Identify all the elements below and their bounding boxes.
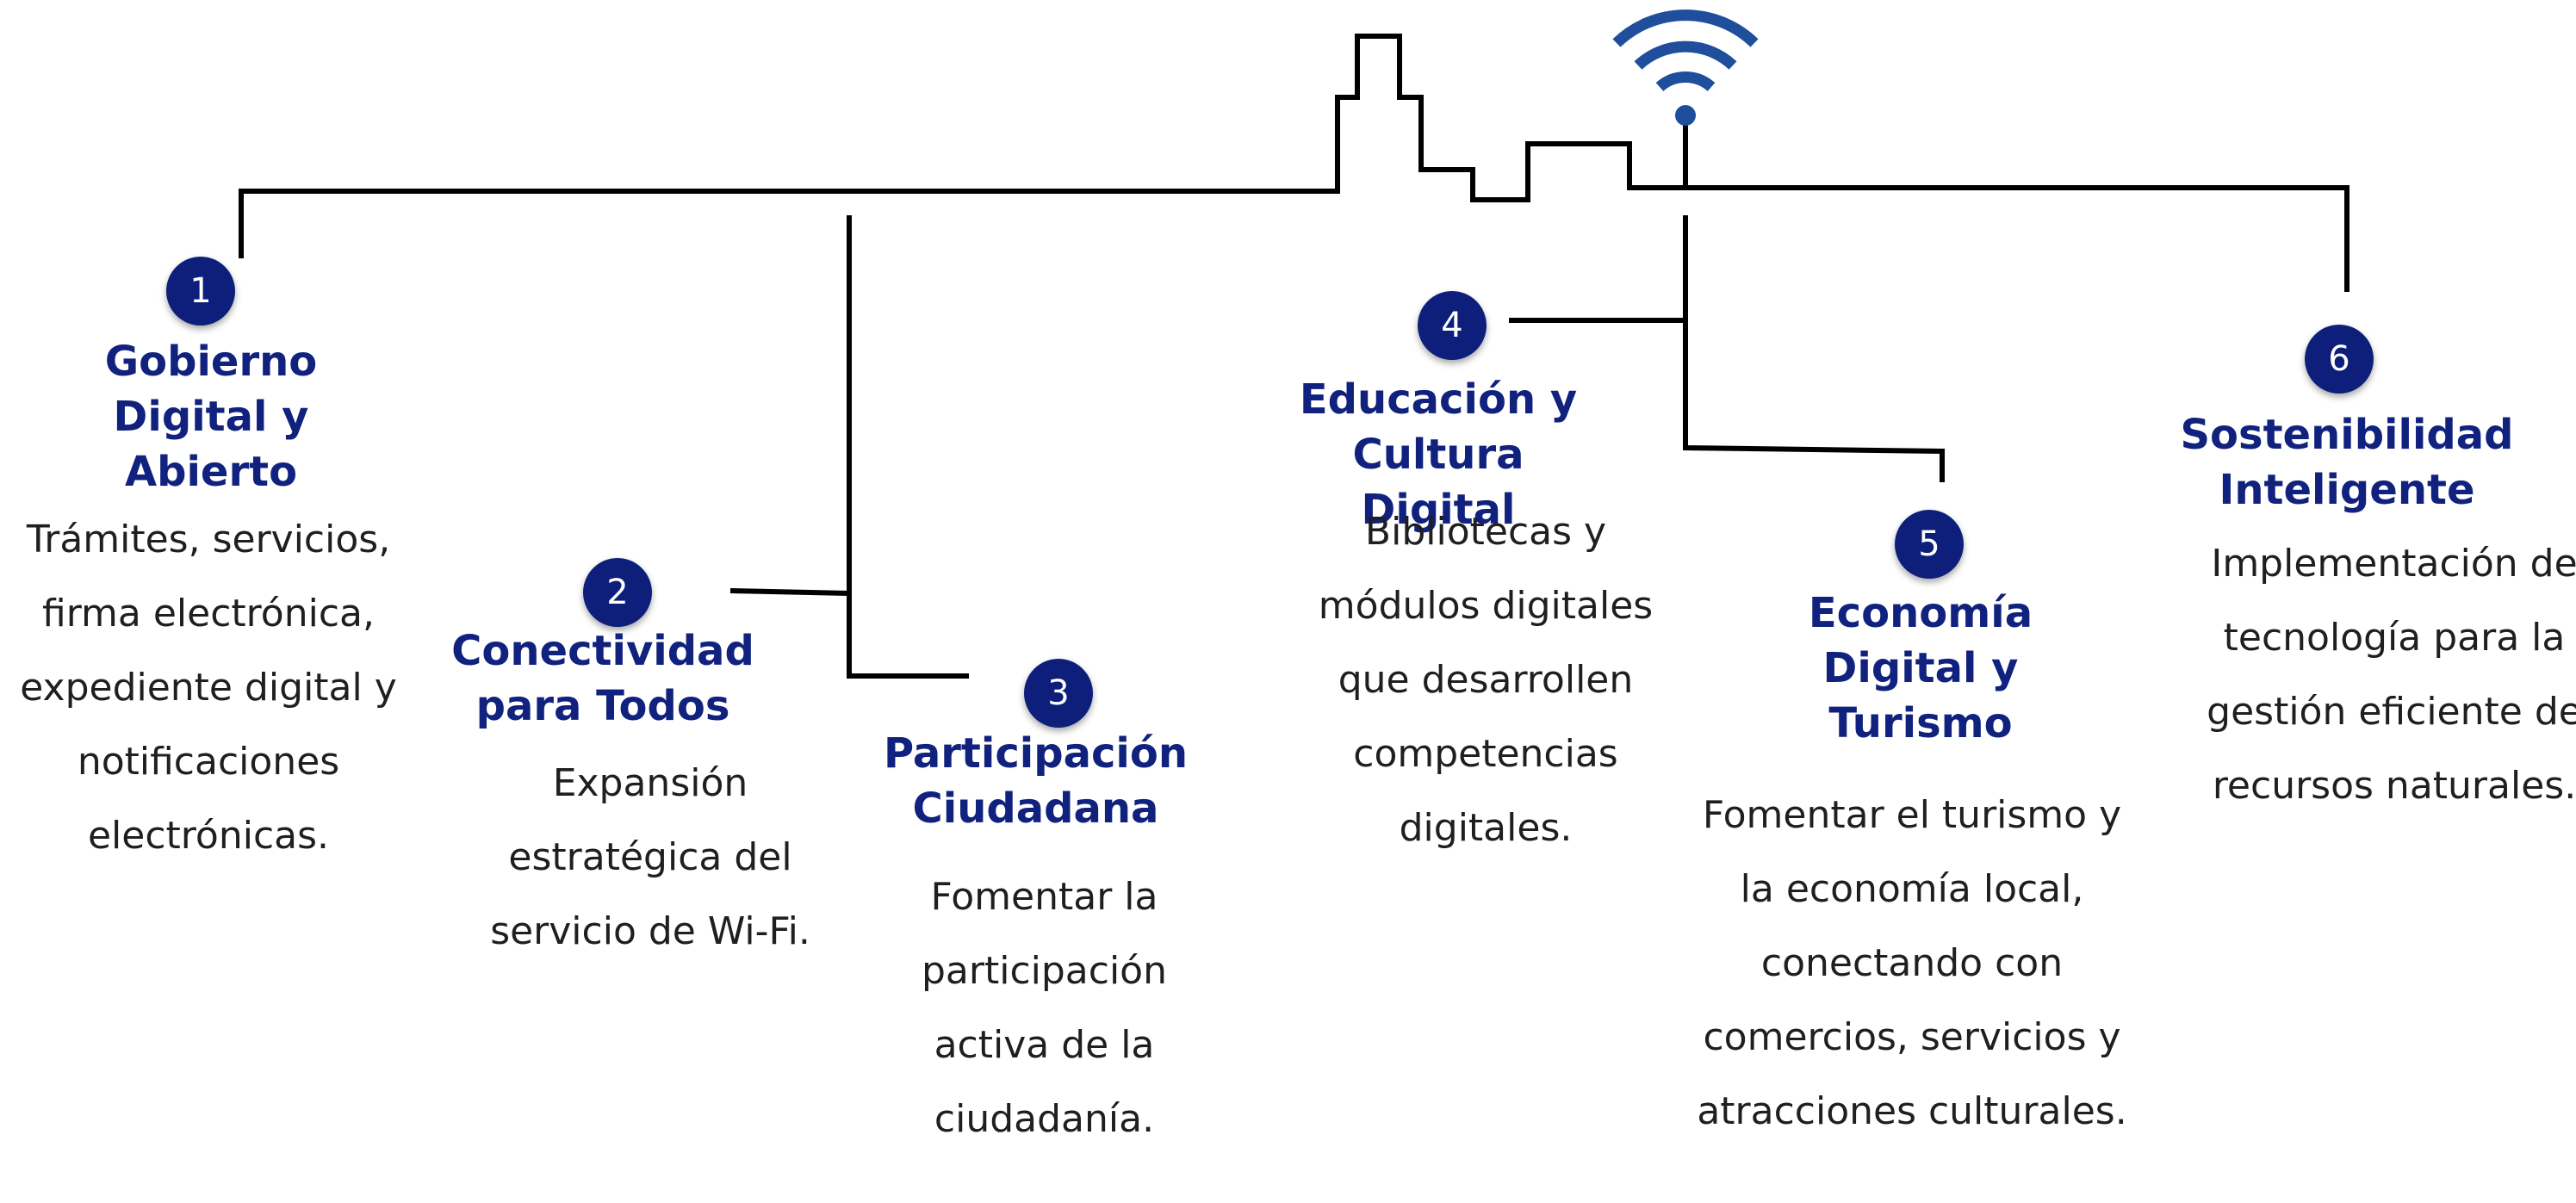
step-number-badge: 3 xyxy=(1024,659,1093,728)
item-title: Educación y Cultura Digital xyxy=(1299,375,1578,534)
item-description: Bibliotecas y módulos digitales que desa… xyxy=(1318,510,1654,850)
step-number-badge: 5 xyxy=(1895,510,1964,579)
item-title: Participación Ciudadana xyxy=(883,729,1189,833)
step-number-badge: 4 xyxy=(1418,291,1487,360)
wifi-icon xyxy=(1612,9,1759,126)
item-title: Sostenibilidad Inteligente xyxy=(2180,411,2514,514)
item-title: Economía Digital y Turismo xyxy=(1808,589,2033,747)
item-description: Expansión estratégica del servicio de Wi… xyxy=(490,761,810,953)
item-description: Implementación de tecnología para la ges… xyxy=(2207,542,2576,808)
skyline-line xyxy=(239,34,2349,292)
item-description: Fomentar el turismo y la economía local,… xyxy=(1697,793,2127,1133)
item-description: Fomentar la participación activa de la c… xyxy=(922,875,1167,1141)
item-title: Conectividad para Todos xyxy=(451,627,754,730)
step-number-badge: 2 xyxy=(583,558,652,627)
step-number-badge: 6 xyxy=(2305,325,2374,394)
step-number-badge: 1 xyxy=(166,257,235,326)
branch-4-5 xyxy=(1683,215,1945,482)
item-title: Gobierno Digital y Abierto xyxy=(104,338,318,496)
item-description: Trámites, servicios, firma electrónica, … xyxy=(20,518,397,858)
branch-2 xyxy=(729,588,850,596)
branch-2-3 xyxy=(847,215,969,679)
